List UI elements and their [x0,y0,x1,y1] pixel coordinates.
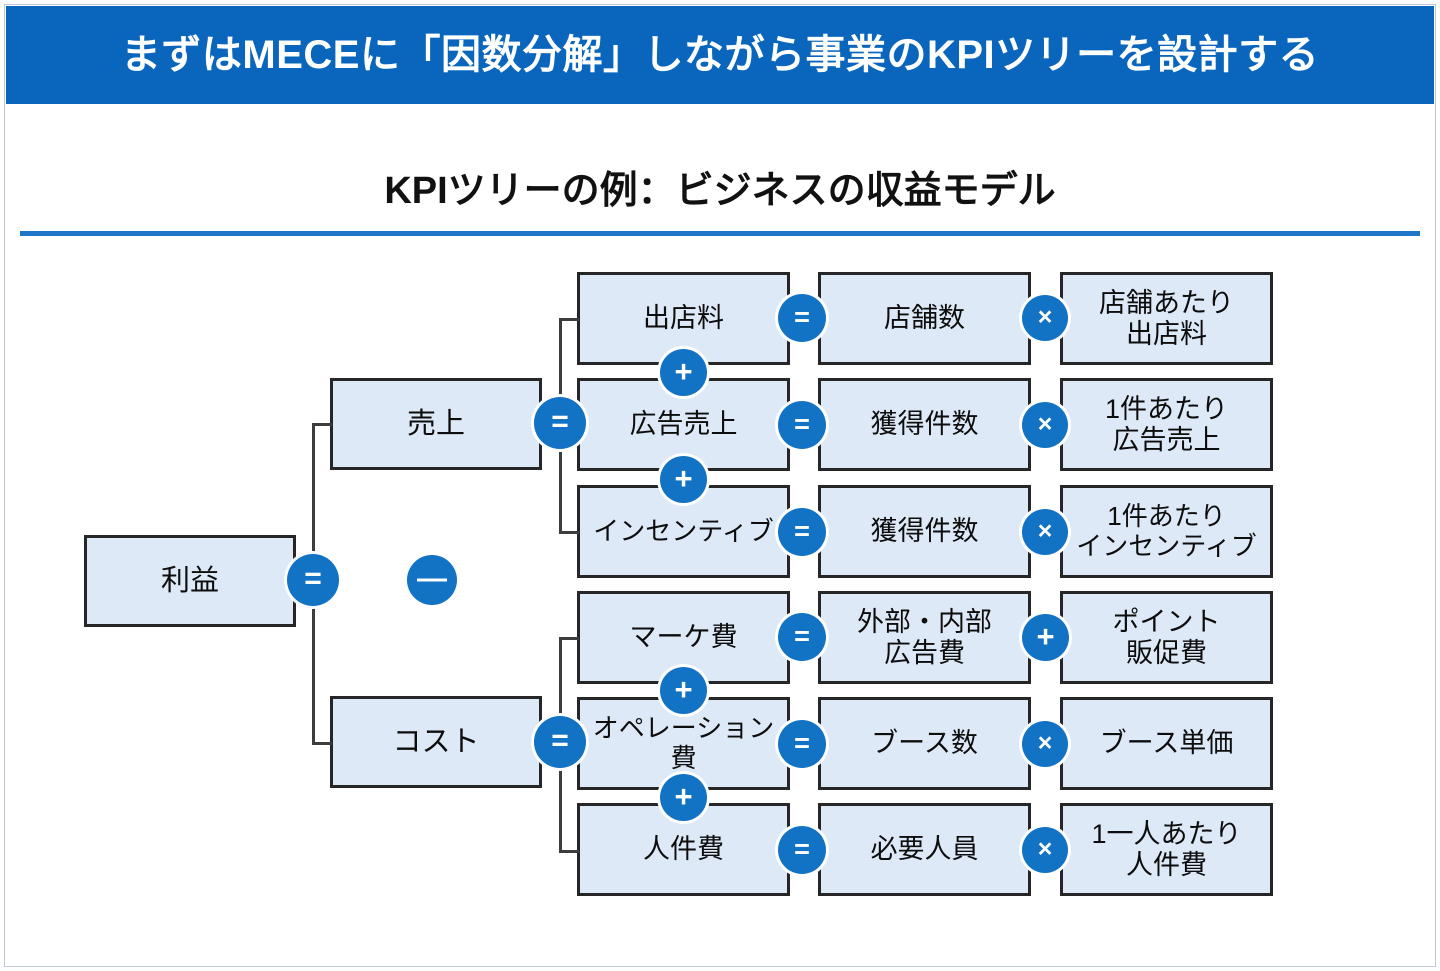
connector-cost-to-row4 [559,637,579,640]
connector-root-to-sales [312,423,332,426]
connector-root-to-cost [312,742,332,745]
node-factor2-4[interactable]: ポイント 販促費 [1060,591,1273,684]
operator-join-2: + [660,456,707,503]
operator-row3-times: × [1022,509,1068,555]
operator-join-1: + [660,349,707,396]
subtitle-divider [20,231,1420,236]
connector-cost-to-row6 [559,850,579,853]
node-factor2-5[interactable]: ブース単価 [1060,697,1273,790]
operator-branch-minus: — [407,555,457,605]
node-factor1-5[interactable]: ブース数 [818,697,1031,790]
node-factor1-2[interactable]: 獲得件数 [818,378,1031,471]
node-factor2-3[interactable]: 1件あたり インセンティブ [1060,485,1273,578]
node-factor2-6[interactable]: 1一人あたり 人件費 [1060,803,1273,896]
slide-title-bar: まずはMECEに「因数分解」しながら事業のKPIツリーを設計する [6,6,1434,104]
node-factor1-1[interactable]: 店舗数 [818,272,1031,365]
node-factor2-1[interactable]: 店舗あたり 出店料 [1060,272,1273,365]
operator-row5-equals: = [778,720,826,768]
diagram-subtitle: KPIツリーの例：ビジネスの収益モデル [384,170,1056,212]
slide-border [4,4,1436,967]
operator-cost-equals: = [534,716,586,768]
node-factor1-3[interactable]: 獲得件数 [818,485,1031,578]
operator-row2-equals: = [778,401,826,449]
operator-row2-times: × [1022,402,1068,448]
connector-sales-to-row3 [559,531,579,534]
operator-row5-times: × [1022,721,1068,767]
operator-row1-equals: = [778,294,826,342]
operator-row6-times: × [1022,827,1068,873]
node-root-profit[interactable]: 利益 [84,535,296,627]
node-level1-sales[interactable]: 売上 [330,378,542,470]
node-level1-cost[interactable]: コスト [330,696,542,788]
operator-row6-equals: = [778,826,826,874]
operator-row4-plus: + [1022,614,1069,661]
node-factor1-6[interactable]: 必要人員 [818,803,1031,896]
operator-row4-equals: = [778,613,826,661]
operator-root-equals: = [287,554,339,606]
operator-join-5: + [660,774,707,821]
page-title: まずはMECEに「因数分解」しながら事業のKPIツリーを設計する [120,33,1320,77]
node-factor2-2[interactable]: 1件あたり 広告売上 [1060,378,1273,471]
operator-join-4: + [660,667,707,714]
connector-sales-to-row1 [559,318,579,321]
node-factor1-4[interactable]: 外部・内部 広告費 [818,591,1031,684]
operator-row1-times: × [1022,295,1068,341]
operator-row3-equals: = [778,508,826,556]
operator-sales-equals: = [534,397,586,449]
